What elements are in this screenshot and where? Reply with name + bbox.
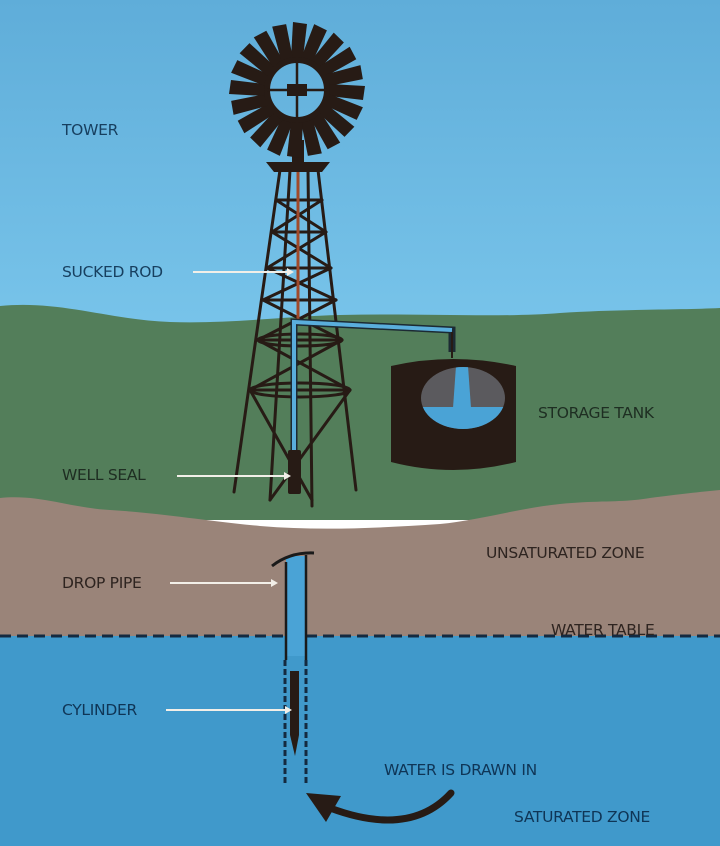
label-drop-pipe: DROP PIPE [62,574,142,592]
label-cylinder: CYLINDER [62,701,137,719]
grass-layer [0,304,720,520]
label-tower: TOWER [62,121,119,139]
windmill-head-platform [266,162,330,172]
sky-background [0,0,720,330]
label-sucked-rod: SUCKED ROD [62,263,163,281]
soil-layer [0,490,720,640]
well-seal [288,450,301,494]
label-water-table: WATER TABLE [551,621,655,639]
label-storage-tank: STORAGE TANK [538,404,654,422]
windmill-wheel [229,22,365,158]
label-unsaturated-zone: UNSATURATED ZONE [486,544,645,562]
label-water-is-drawn-in: WATER IS DRAWN IN [384,761,537,779]
saturated-water-layer [0,636,720,846]
storage-tank [391,359,516,470]
water-intake-arrow [306,789,455,824]
windmill-tower [232,168,358,508]
label-saturated-zone: SATURATED ZONE [514,808,651,826]
label-well-seal: WELL SEAL [62,466,146,484]
drop-pipe [271,551,315,660]
cylinder-plunger [290,671,299,756]
pointer-arrows [166,268,294,714]
